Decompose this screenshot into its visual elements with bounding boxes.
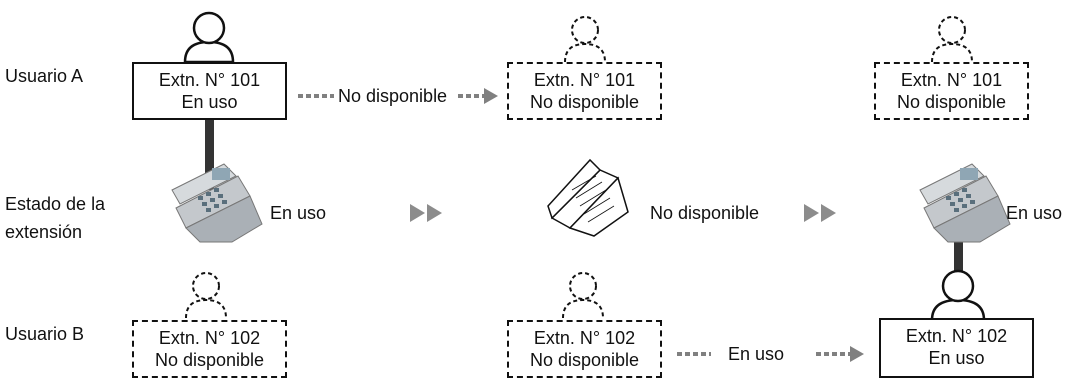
person-icon-user-b-1 — [185, 272, 227, 319]
phone-icon-2 — [547, 158, 629, 237]
extension-box-a-2: Extn. N° 101 No disponible — [507, 62, 662, 120]
person-icon-user-a-2 — [564, 16, 606, 63]
extension-number: Extn. N° 101 — [533, 70, 636, 90]
extension-box-b-1: Extn. N° 102 No disponible — [132, 320, 287, 378]
extension-number: Extn. N° 101 — [158, 70, 261, 90]
arrow-label-user-b: En uso — [728, 344, 785, 364]
person-icon-user-b-2 — [562, 272, 604, 319]
extension-state: No disponible — [154, 350, 265, 370]
person-icon-user-b-3 — [930, 269, 986, 322]
arrow-user-b — [677, 346, 864, 362]
row-label-user-b: Usuario B — [5, 324, 85, 344]
extension-box-b-2: Extn. N° 102 No disponible — [507, 320, 662, 378]
arrow-label-user-a: No disponible — [338, 86, 448, 106]
phone-icon-1 — [171, 163, 263, 243]
extension-box-a-1: Extn. N° 101 En uso — [132, 62, 287, 120]
extension-state: No disponible — [529, 92, 640, 112]
cord-user-b — [954, 228, 963, 288]
extension-number: Extn. N° 102 — [905, 326, 1008, 346]
extension-state: No disponible — [529, 350, 640, 370]
phone-icon-3 — [919, 163, 1011, 243]
extension-state: No disponible — [896, 92, 1007, 112]
extension-number: Extn. N° 102 — [158, 328, 261, 348]
extension-number: Extn. N° 101 — [900, 70, 1003, 90]
person-icon-user-a-1 — [183, 11, 235, 64]
extension-state: En uso — [181, 92, 238, 112]
row-label-user-a: Usuario A — [5, 66, 84, 86]
transition-arrow-1 — [410, 204, 442, 222]
extension-state: En uso — [928, 348, 985, 368]
status-label-2: No disponible — [650, 203, 760, 223]
status-label-1: En uso — [270, 203, 327, 223]
extension-number: Extn. N° 102 — [533, 328, 636, 348]
status-label-3: En uso — [1006, 203, 1063, 223]
extension-box-a-3: Extn. N° 101 No disponible — [874, 62, 1029, 120]
extension-box-b-3: Extn. N° 102 En uso — [879, 318, 1034, 378]
transition-arrow-2 — [804, 204, 836, 222]
row-label-extension-status: Estado de la extensión — [5, 194, 106, 242]
cord-user-a — [205, 118, 214, 190]
person-icon-user-a-3 — [931, 16, 973, 63]
arrow-user-a — [298, 88, 498, 104]
